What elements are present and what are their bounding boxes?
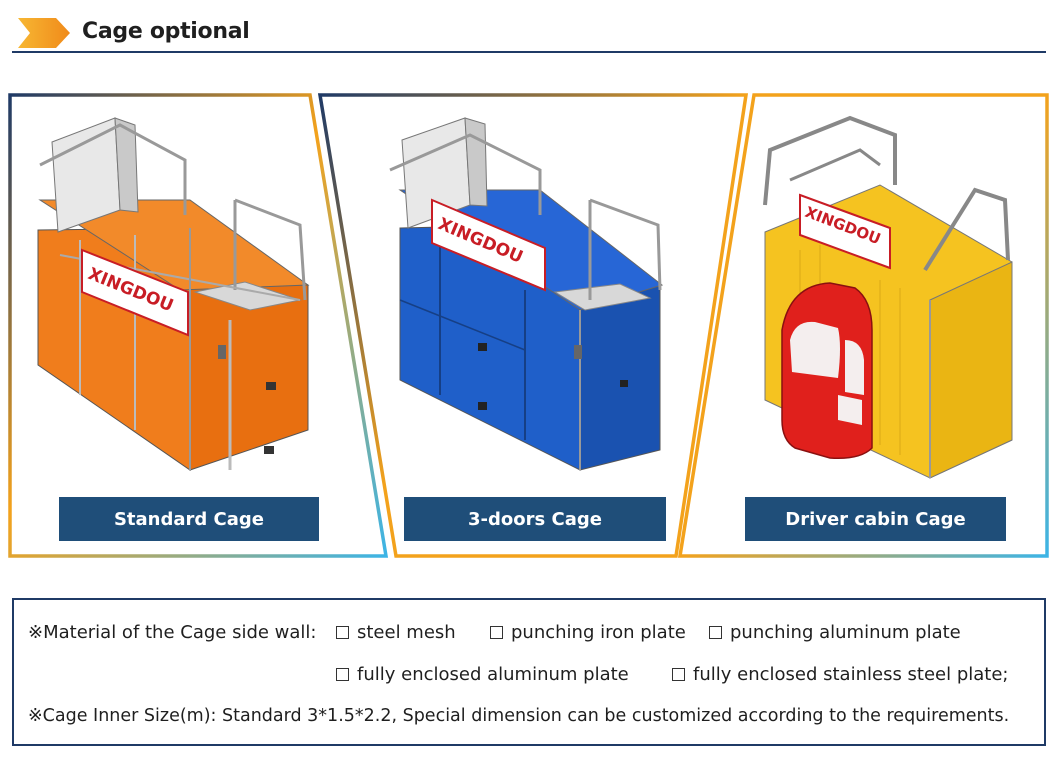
specification-box xyxy=(12,598,1046,746)
checkbox-icon[interactable] xyxy=(672,668,685,681)
option-punching-aluminum-plate[interactable]: punching aluminum plate xyxy=(709,622,961,643)
option-fully-enclosed-aluminum-plate[interactable]: fully enclosed aluminum plate xyxy=(336,664,629,685)
checkbox-icon[interactable] xyxy=(490,626,503,639)
option-punching-iron-plate[interactable]: punching iron plate xyxy=(490,622,686,643)
panel-frame-3doors xyxy=(317,93,749,558)
page-title: Cage optional xyxy=(82,19,250,44)
panel-frame-standard xyxy=(8,93,389,558)
checkbox-icon[interactable] xyxy=(336,668,349,681)
cage-gallery: XINGDOU XINGDOU xyxy=(8,93,1049,558)
checkbox-icon[interactable] xyxy=(709,626,722,639)
option-label: punching iron plate xyxy=(511,622,686,643)
section-arrow-icon xyxy=(18,18,70,48)
material-label: ※Material of the Cage side wall: xyxy=(28,622,317,643)
caption-standard-cage: Standard Cage xyxy=(59,497,319,541)
option-label: fully enclosed stainless steel plate; xyxy=(693,664,1009,685)
option-label: fully enclosed aluminum plate xyxy=(357,664,629,685)
standard-cage-illustration: XINGDOU xyxy=(37,117,310,471)
header-divider xyxy=(12,51,1046,53)
cage-inner-size-text: ※Cage Inner Size(m): Standard 3*1.5*2.2,… xyxy=(28,706,1010,726)
option-label: punching aluminum plate xyxy=(730,622,961,643)
caption-driver-cabin-cage: Driver cabin Cage xyxy=(745,497,1006,541)
checkbox-icon[interactable] xyxy=(336,626,349,639)
caption-3doors-cage: 3-doors Cage xyxy=(404,497,666,541)
driver-cabin-cage-illustration: XINGDOU xyxy=(763,115,1013,479)
option-steel-mesh[interactable]: steel mesh xyxy=(336,622,456,643)
option-fully-enclosed-stainless-steel-plate[interactable]: fully enclosed stainless steel plate; xyxy=(672,664,1009,685)
option-label: steel mesh xyxy=(357,622,456,643)
3doors-cage-illustration: XINGDOU xyxy=(389,117,664,471)
panel-frame-driver xyxy=(677,93,1049,558)
